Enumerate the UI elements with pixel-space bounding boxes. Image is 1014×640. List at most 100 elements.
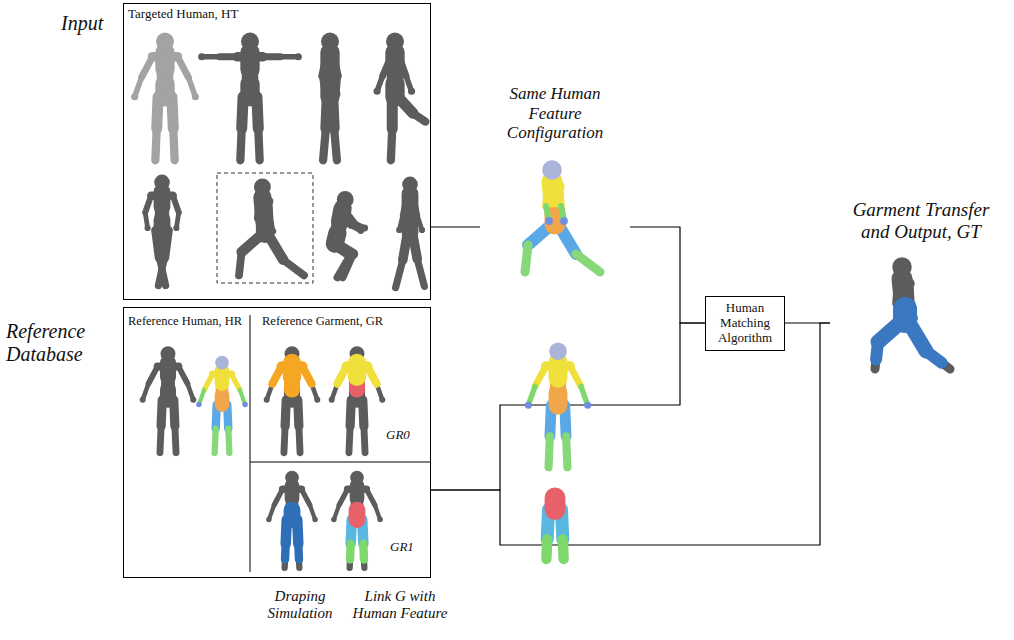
body-head [241, 33, 259, 51]
human-figure [396, 177, 426, 288]
body-segment [231, 374, 239, 390]
input-panel: InputTargeted Human, HT [123, 3, 431, 300]
body-segment [875, 342, 878, 369]
human-figure [196, 356, 248, 453]
body-head [254, 179, 271, 196]
connector-line [431, 323, 830, 545]
body-segment [926, 351, 950, 369]
body-segment [299, 426, 300, 452]
human-figure [198, 33, 302, 161]
body-hand [198, 53, 205, 60]
human-figure [321, 33, 341, 161]
garment-index: GR1 [390, 540, 420, 555]
text-slot: Draping Simulation [258, 588, 342, 623]
text-slot: Reference Garment, GR [262, 314, 428, 328]
body-segment [240, 129, 241, 161]
body-hand [379, 397, 385, 403]
body-segment [322, 57, 326, 76]
human-figure [239, 179, 304, 276]
human-figure [546, 498, 563, 559]
human-figure [334, 191, 369, 277]
body-segment [302, 366, 311, 383]
human-figure [331, 471, 383, 568]
connector-line [431, 226, 480, 227]
body-segment [558, 540, 569, 559]
body-segment [284, 426, 285, 452]
body-segment [283, 260, 304, 276]
human-figure [266, 471, 318, 568]
panel-title: Reference Human, HR [128, 314, 250, 328]
body-segment [178, 366, 187, 383]
step-caption: Draping Simulation [258, 588, 342, 623]
body-segment [160, 426, 161, 452]
body-segment [145, 196, 151, 213]
body-segment [337, 366, 346, 383]
body-segment [238, 52, 263, 62]
body-head [386, 33, 404, 51]
body-hand [190, 397, 196, 403]
body-segment [285, 510, 300, 519]
output-group: Garment Transfer and Output, GT [830, 195, 1012, 380]
body-segment [173, 129, 174, 161]
human-figure [131, 33, 199, 161]
body-segment [926, 351, 942, 363]
body-hand [140, 397, 146, 403]
body-segment [339, 489, 347, 505]
body-hand [560, 217, 568, 225]
human-figure [144, 175, 179, 286]
body-hand [314, 397, 320, 403]
body-hand [196, 402, 201, 407]
connector-line [630, 227, 705, 323]
body-segment [274, 489, 282, 505]
body-segment [148, 366, 157, 383]
selection-frame [217, 173, 313, 283]
body-segment [173, 196, 179, 213]
body-segment [367, 366, 376, 383]
body-segment [566, 436, 567, 467]
human-figure [329, 346, 386, 452]
text-slot: Input [61, 12, 119, 35]
body-segment [535, 366, 546, 386]
body-segment [417, 259, 424, 287]
body-segment [258, 129, 259, 161]
body-segment [228, 429, 229, 453]
body-segment [155, 129, 156, 161]
connector-line [431, 323, 705, 490]
body-head [350, 471, 364, 485]
body-segment [215, 429, 216, 453]
feature-group: Same Human Feature Configuration [480, 80, 630, 280]
body-segment [283, 485, 302, 492]
body-head [321, 33, 339, 51]
body-head [215, 356, 229, 370]
body-segment [337, 366, 346, 383]
body-hand [312, 517, 317, 522]
body-segment [367, 366, 376, 383]
body-head [402, 177, 418, 193]
divider-line [250, 462, 431, 463]
body-head [154, 175, 170, 191]
body-segment [364, 426, 365, 452]
body-segment [576, 254, 600, 272]
body-segment [893, 309, 917, 321]
text-slot: GR1 [390, 540, 420, 555]
garment-index: GR0 [386, 428, 416, 443]
body-hand [525, 402, 532, 409]
body-segment [549, 436, 550, 467]
body-segment [546, 361, 570, 370]
body-hand [396, 227, 402, 233]
body-segment [350, 510, 365, 519]
body-segment [239, 252, 242, 275]
text-slot: Link G with Human Feature [350, 588, 450, 623]
body-head [542, 160, 562, 180]
body-segment [294, 544, 303, 560]
body-segment [323, 129, 326, 161]
body-segment [158, 258, 164, 286]
body-segment [153, 52, 178, 62]
body-hand [408, 88, 415, 95]
body-segment [213, 370, 232, 377]
body-head [549, 342, 567, 360]
body-segment [302, 366, 311, 383]
divider-line [250, 315, 251, 572]
body-segment [272, 366, 281, 383]
body-segment [177, 57, 188, 78]
